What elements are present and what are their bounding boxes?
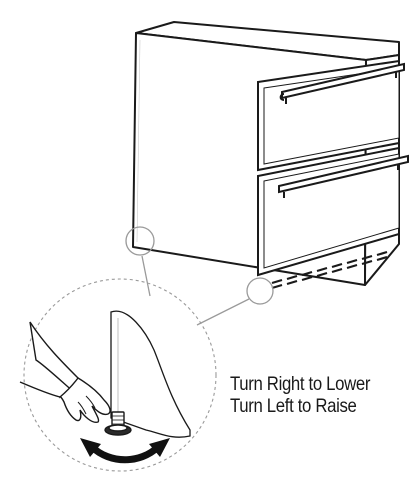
instruction-lower: Turn Right to Lower bbox=[230, 373, 371, 395]
detail-view bbox=[19, 278, 217, 472]
toe-kick-vent bbox=[271, 250, 388, 290]
curved-double-arrow-icon bbox=[80, 438, 170, 464]
leader-lines bbox=[141, 255, 250, 326]
front-foot-callout bbox=[246, 277, 274, 305]
rear-foot-callout bbox=[125, 226, 155, 256]
leveling-instructions: Turn Right to Lower Turn Left to Raise bbox=[230, 373, 385, 417]
side-panel-shading bbox=[136, 39, 141, 243]
upper-drawer-handle bbox=[279, 62, 405, 104]
cabinet-corner-detail bbox=[110, 310, 191, 438]
detail-circle bbox=[23, 278, 217, 472]
leveling-leg-icon bbox=[104, 411, 132, 436]
lower-drawer-handle bbox=[278, 154, 409, 198]
callout-circles bbox=[125, 226, 274, 305]
hand bbox=[59, 377, 111, 423]
instruction-raise: Turn Left to Raise bbox=[230, 395, 357, 417]
